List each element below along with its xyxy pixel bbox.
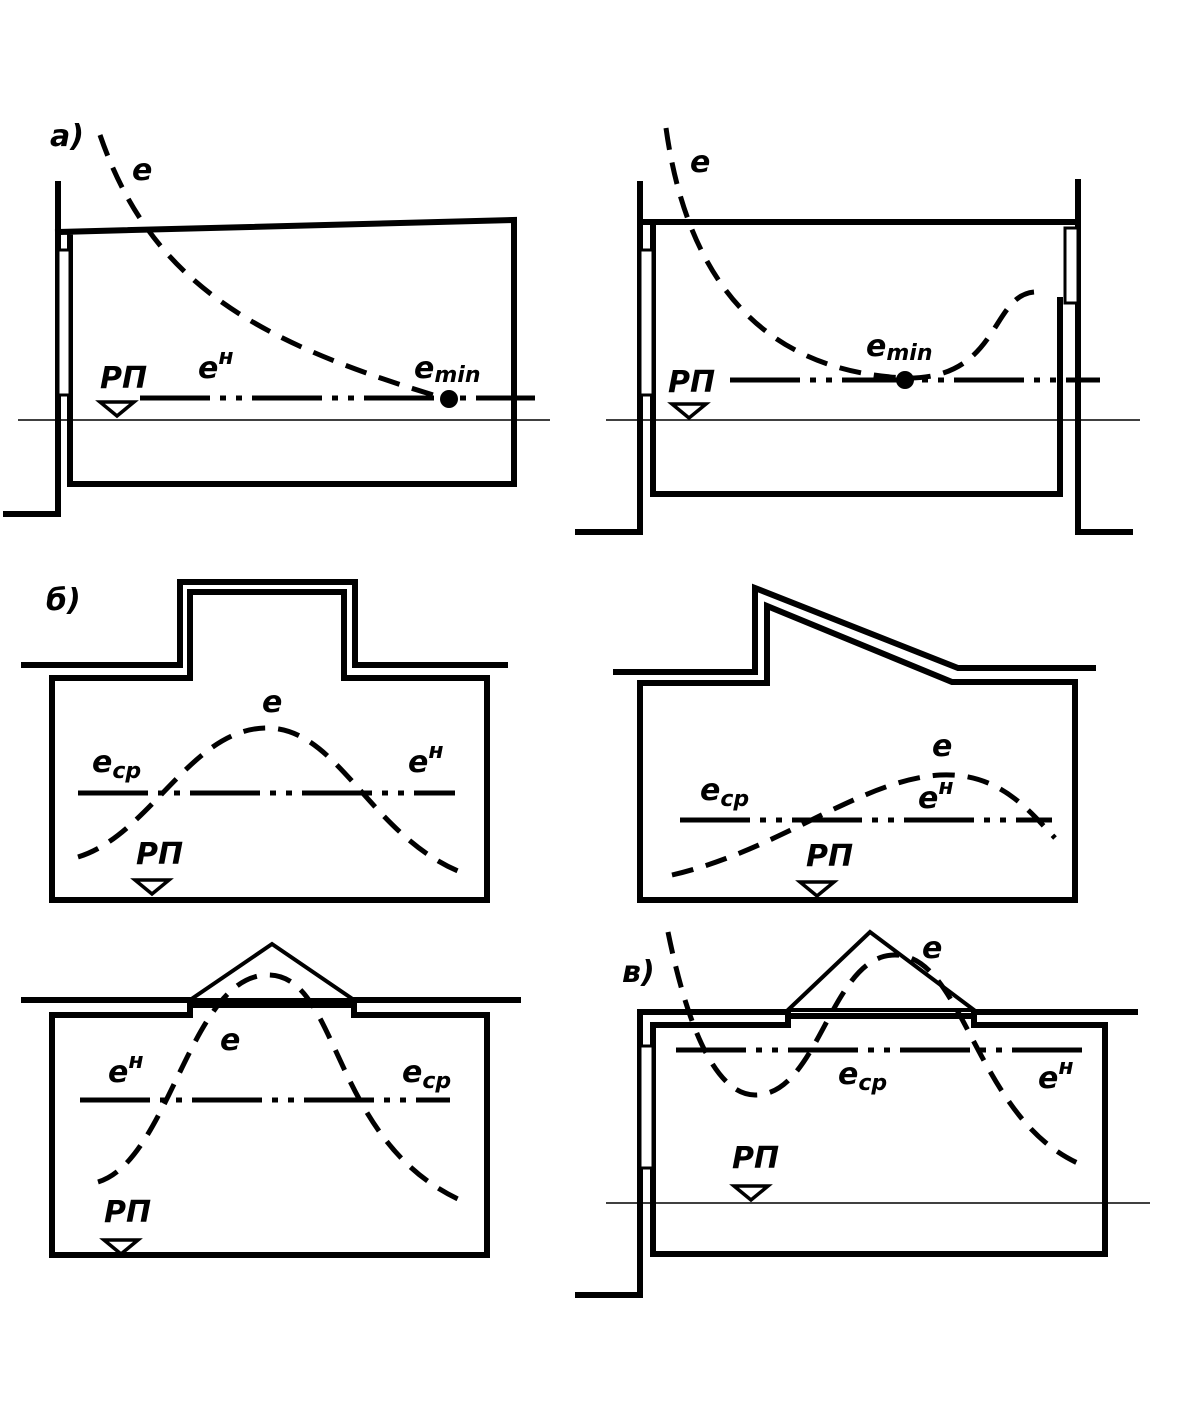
label-e-norm: ен	[408, 739, 444, 780]
work-plane-marker	[667, 402, 711, 421]
window-opening-right	[1063, 226, 1080, 305]
label-work-plane: РП	[104, 1195, 151, 1230]
panel-v-combined-lighting: в) е еср ен РП	[575, 929, 1150, 1298]
window-opening-left	[638, 248, 655, 397]
part-label-v: в)	[622, 955, 655, 990]
label-e-norm: ен	[198, 345, 234, 386]
label-e-avg: еср	[700, 773, 749, 812]
curve-label-e: е	[932, 729, 952, 764]
label-e-min: еmin	[414, 351, 481, 388]
room-outline	[637, 601, 1078, 903]
work-plane-marker	[95, 400, 139, 419]
roof-line	[613, 583, 1096, 675]
part-label-a: а)	[50, 119, 84, 154]
roof-line	[21, 579, 508, 668]
panel-b-triangular-lantern: е ен еср РП	[21, 941, 521, 1258]
min-point-marker	[440, 390, 458, 408]
exterior-wall	[575, 1009, 643, 1298]
curve-label-e: е	[690, 145, 710, 180]
label-e-norm: ен	[108, 1049, 144, 1090]
illuminance-curve	[671, 772, 1057, 878]
room-outline	[54, 216, 517, 487]
curve-label-e: е	[132, 153, 152, 188]
label-e-avg: еср	[402, 1055, 451, 1094]
label-work-plane: РП	[806, 839, 853, 874]
illuminance-curve	[97, 972, 462, 1203]
lantern-triangle	[782, 929, 980, 1012]
label-e-avg: еср	[92, 745, 141, 784]
curve-label-e: е	[922, 931, 942, 966]
left-exterior-wall	[575, 181, 643, 535]
label-e-avg: еср	[838, 1057, 887, 1096]
work-plane-marker	[130, 878, 174, 897]
panel-a-side-window: а) е ен еmin РП	[3, 119, 550, 517]
label-work-plane: РП	[136, 837, 183, 872]
work-plane-marker	[729, 1184, 773, 1203]
illuminance-curve	[77, 725, 469, 878]
label-work-plane: РП	[668, 365, 715, 400]
curve-label-e: е	[262, 685, 282, 720]
room-outline	[49, 1002, 490, 1258]
part-label-b: б)	[46, 583, 81, 618]
window-opening	[638, 1044, 655, 1170]
label-work-plane: РП	[100, 361, 147, 396]
room-outline	[650, 1013, 1108, 1257]
exterior-wall	[3, 181, 61, 517]
label-e-min: еmin	[866, 329, 933, 366]
label-work-plane: РП	[732, 1141, 779, 1176]
lantern-triangle	[183, 941, 361, 1002]
panel-a-two-side-windows: е еmin РП	[575, 127, 1140, 535]
panel-b-shed-lantern: е еср ен РП	[613, 583, 1096, 903]
work-plane-marker	[99, 1238, 143, 1257]
illuminance-curve	[665, 931, 1083, 1168]
curve-label-e: е	[220, 1023, 240, 1058]
min-point-marker	[896, 371, 914, 389]
work-plane-marker	[795, 880, 839, 899]
right-exterior-wall	[1075, 179, 1133, 535]
label-e-norm: ен	[918, 775, 954, 816]
label-e-norm: ен	[1038, 1055, 1074, 1096]
window-opening	[56, 248, 72, 397]
room-outline	[49, 589, 490, 903]
panel-b-rectangular-lantern: б) е еср ен РП	[21, 579, 508, 903]
illuminance-curve	[663, 127, 1035, 381]
